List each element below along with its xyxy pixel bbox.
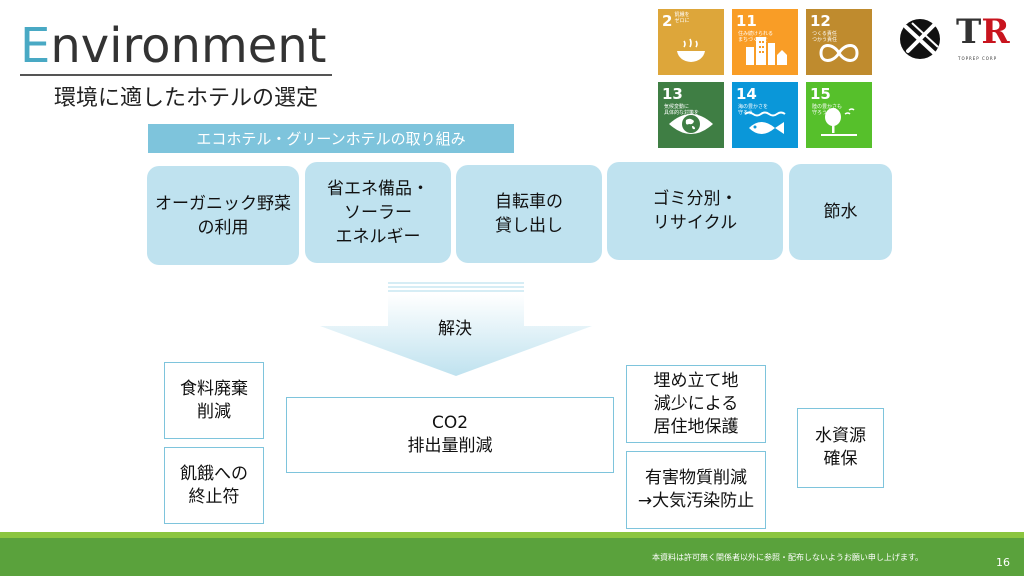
section-banner: エコホテル・グリーンホテルの取り組み — [148, 124, 514, 153]
sdg-label: 陸の豊かさも 守ろう — [812, 104, 843, 116]
initiative-bicycle-rental: 自転車の 貸し出し — [456, 165, 602, 263]
sdg-tile-12: 12つくる責任 つかう責任 — [806, 9, 872, 75]
sdg-tile-14: 14海の豊かさを 守ろう — [732, 82, 798, 148]
confidentiality-note: 本資料は許可無く関係者以外に参照・配布しないようお願い申し上げます。 — [652, 553, 924, 562]
toprep-logo: TR TOPREP CORP — [956, 12, 1010, 64]
sdg-number: 2 — [662, 12, 673, 30]
sdg-number: 15 — [810, 85, 831, 103]
toprep-logo-subtext: TOPREP CORP — [958, 56, 998, 61]
bowl-icon — [658, 37, 724, 69]
sdg-label: 飢餓を ゼロに — [674, 12, 690, 24]
result-co2-reduction: CO2 排出量削減 — [286, 397, 614, 473]
sdg-label: 住み続けられる まちづくりを — [738, 31, 774, 43]
solution-label: 解決 — [438, 319, 472, 339]
sdg-label: 気候変動に 具体的な対策を — [664, 104, 700, 116]
infinity-icon — [806, 41, 872, 69]
page-title: Environment — [20, 18, 327, 74]
city-icon — [732, 33, 798, 69]
result-water: 水資源 確保 — [797, 408, 884, 488]
page-number: 16 — [996, 556, 1010, 569]
fish-icon — [732, 108, 798, 142]
initiative-energy-saving: 省エネ備品・ ソーラー エネルギー — [305, 162, 451, 263]
page-subtitle: 環境に適したホテルの選定 — [54, 86, 319, 111]
sdg-tile-15: 15陸の豊かさも 守ろう — [806, 82, 872, 148]
sdg-number: 14 — [736, 85, 757, 103]
result-hazardous: 有害物質削減 →大気汚染防止 — [626, 451, 766, 529]
result-food-waste: 食料廃棄 削減 — [164, 362, 264, 439]
sdg-tile-11: 11住み続けられる まちづくりを — [732, 9, 798, 75]
company-emblem-logo — [898, 17, 942, 61]
initiative-organic-vegetables: オーガニック野菜 の利用 — [147, 166, 299, 265]
sdg-number: 11 — [736, 12, 757, 30]
tree-icon — [806, 106, 872, 142]
footer — [0, 538, 1024, 576]
title-underline — [20, 74, 332, 76]
toprep-logo-mark: TR — [956, 12, 1010, 52]
result-landfill: 埋め立て地 減少による 居住地保護 — [626, 365, 766, 443]
eye-globe-icon — [658, 110, 724, 142]
title-rest: nvironment — [50, 18, 327, 74]
footer-band — [0, 532, 1024, 538]
sdg-number: 13 — [662, 85, 683, 103]
sdg-number: 12 — [810, 12, 831, 30]
title-first-letter: E — [20, 18, 51, 74]
sdg-tile-13: 13気候変動に 具体的な対策を — [658, 82, 724, 148]
result-hunger: 飢餓への 終止符 — [164, 447, 264, 524]
initiative-water-saving: 節水 — [789, 164, 892, 260]
down-arrow-icon — [320, 282, 592, 376]
initiative-recycling: ゴミ分別・ リサイクル — [607, 162, 783, 260]
sdg-label: つくる責任 つかう責任 — [812, 31, 838, 43]
